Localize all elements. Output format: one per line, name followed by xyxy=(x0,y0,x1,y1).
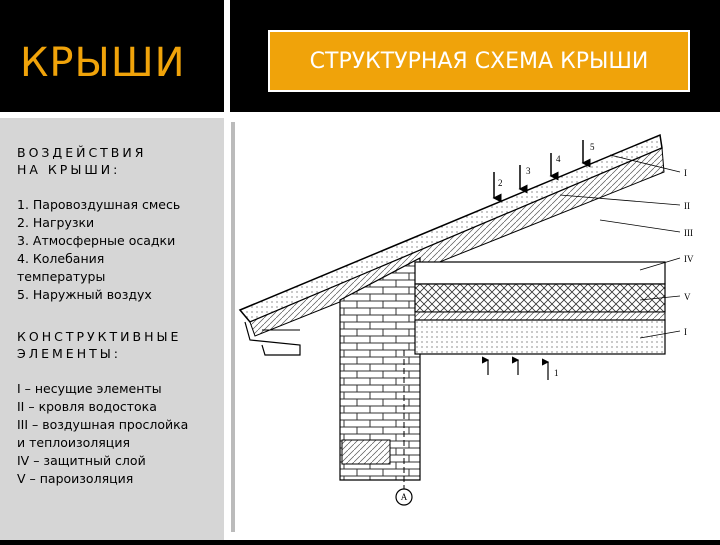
impact-item: 2. Нагрузки xyxy=(17,215,95,230)
leader-line xyxy=(609,154,681,173)
leader-line xyxy=(639,295,681,301)
impact-item: 3. Атмосферные осадки xyxy=(17,233,176,248)
arrow-label: 5 xyxy=(590,142,595,152)
vapor-barrier-layer xyxy=(414,311,666,321)
element-item: III – воздушная прослойка xyxy=(17,417,189,432)
impact-item: температуры xyxy=(17,269,106,284)
leader-line xyxy=(639,257,681,271)
arrow-label: 2 xyxy=(498,178,503,188)
layer-label: I xyxy=(684,327,687,337)
elements-title-2: ЭЛЕМЕНТЫ: xyxy=(17,346,121,361)
vertical-divider xyxy=(224,0,230,540)
leader-line xyxy=(639,330,681,339)
elements-title-1: КОНСТРУКТИВНЫЕ xyxy=(17,329,182,344)
element-item: и теплоизоляция xyxy=(17,435,130,450)
layer-label: V xyxy=(684,292,691,302)
edge-strip xyxy=(231,122,235,532)
impact-item: 5. Наружный воздух xyxy=(17,287,152,302)
air-gap-layer xyxy=(414,261,666,285)
lintel xyxy=(341,439,391,465)
eave-detail xyxy=(244,321,301,356)
bottom-arrow-label: 1 xyxy=(554,368,559,378)
elements-section: КОНСТРУКТИВНЫЕ ЭЛЕМЕНТЫ: I – несущие эле… xyxy=(17,328,188,488)
slide-title: СТРУКТУРНАЯ СХЕМА КРЫШИ xyxy=(309,49,649,74)
element-item: II – кровля водостока xyxy=(17,399,157,414)
slide-section-title: КРЫШИ xyxy=(20,40,186,86)
axis-label: А xyxy=(401,492,408,502)
element-item: IV – защитный слой xyxy=(17,453,146,468)
layer-label: III xyxy=(684,228,693,238)
axis-marker xyxy=(395,488,413,506)
roof-structure-diagram: А 2 3 4 5 1 I II III IV V I xyxy=(231,122,694,532)
impacts-title-1: ВОЗДЕЙСТВИЯ xyxy=(17,145,147,160)
layer-label: I xyxy=(684,168,687,178)
arrow-label: 3 xyxy=(526,166,531,176)
layer-label: IV xyxy=(684,254,694,264)
leader-line xyxy=(599,219,681,233)
slide-title-box: СТРУКТУРНАЯ СХЕМА КРЫШИ xyxy=(268,30,690,92)
leader-line xyxy=(559,194,681,206)
load-bearing-slab xyxy=(414,319,666,355)
layer-label: II xyxy=(684,201,690,211)
arrow-label: 4 xyxy=(556,154,561,164)
impacts-title-2: НА КРЫШИ: xyxy=(17,162,121,177)
insulation-layer xyxy=(414,283,666,313)
horizontal-divider xyxy=(0,112,720,118)
impact-item: 1. Паровоздушная смесь xyxy=(17,197,181,212)
left-panel: ВОЗДЕЙСТВИЯ НА КРЫШИ: 1. Паровоздушная с… xyxy=(0,118,224,540)
diagram-area: А 2 3 4 5 1 I II III IV V I xyxy=(230,118,720,540)
impact-item: 4. Колебания xyxy=(17,251,105,266)
element-item: V – пароизоляция xyxy=(17,471,134,486)
element-item: I – несущие элементы xyxy=(17,381,162,396)
brick-wall xyxy=(339,257,421,481)
left-header: КРЫШИ xyxy=(0,0,224,112)
impacts-section: ВОЗДЕЙСТВИЯ НА КРЫШИ: 1. Паровоздушная с… xyxy=(17,144,180,304)
